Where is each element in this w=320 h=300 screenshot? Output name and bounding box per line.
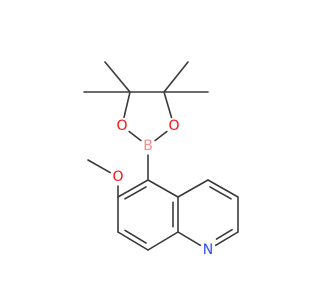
bond-c5a-o2	[163, 91, 173, 119]
bond-c4a-o1	[123, 91, 131, 119]
atom-label-o1: O	[116, 118, 127, 134]
atom-label-o2: O	[168, 118, 179, 134]
bond-o_me-c_ome	[87, 159, 111, 174]
bond-layer	[83, 61, 239, 251]
bond-c2-n1-inner	[215, 228, 233, 240]
bond-c_me2a-c4a	[104, 61, 131, 93]
bond-c5-c6-inner	[124, 186, 147, 200]
bond-c4a_q-c5	[147, 179, 179, 198]
bond-c8-c8a	[147, 231, 179, 251]
bond-n1-c8a	[177, 231, 202, 247]
bond-c2-n1	[214, 231, 239, 247]
atom-label-n1: N	[203, 242, 213, 258]
bond-o2-b	[154, 130, 168, 142]
atom-label-o_me: O	[112, 169, 123, 185]
bond-c_me1b-c5a	[163, 61, 189, 93]
bond-c7-c8-inner	[124, 229, 147, 244]
bond-c7-c8	[117, 231, 149, 251]
bond-c4-c3-inner	[209, 186, 232, 200]
bond-c4a_q-c4	[177, 179, 209, 198]
atom-label-b: B	[143, 138, 153, 154]
bond-c4-c3	[207, 179, 239, 198]
bond-c5-c6	[117, 179, 149, 198]
bond-o1-b	[128, 130, 142, 142]
